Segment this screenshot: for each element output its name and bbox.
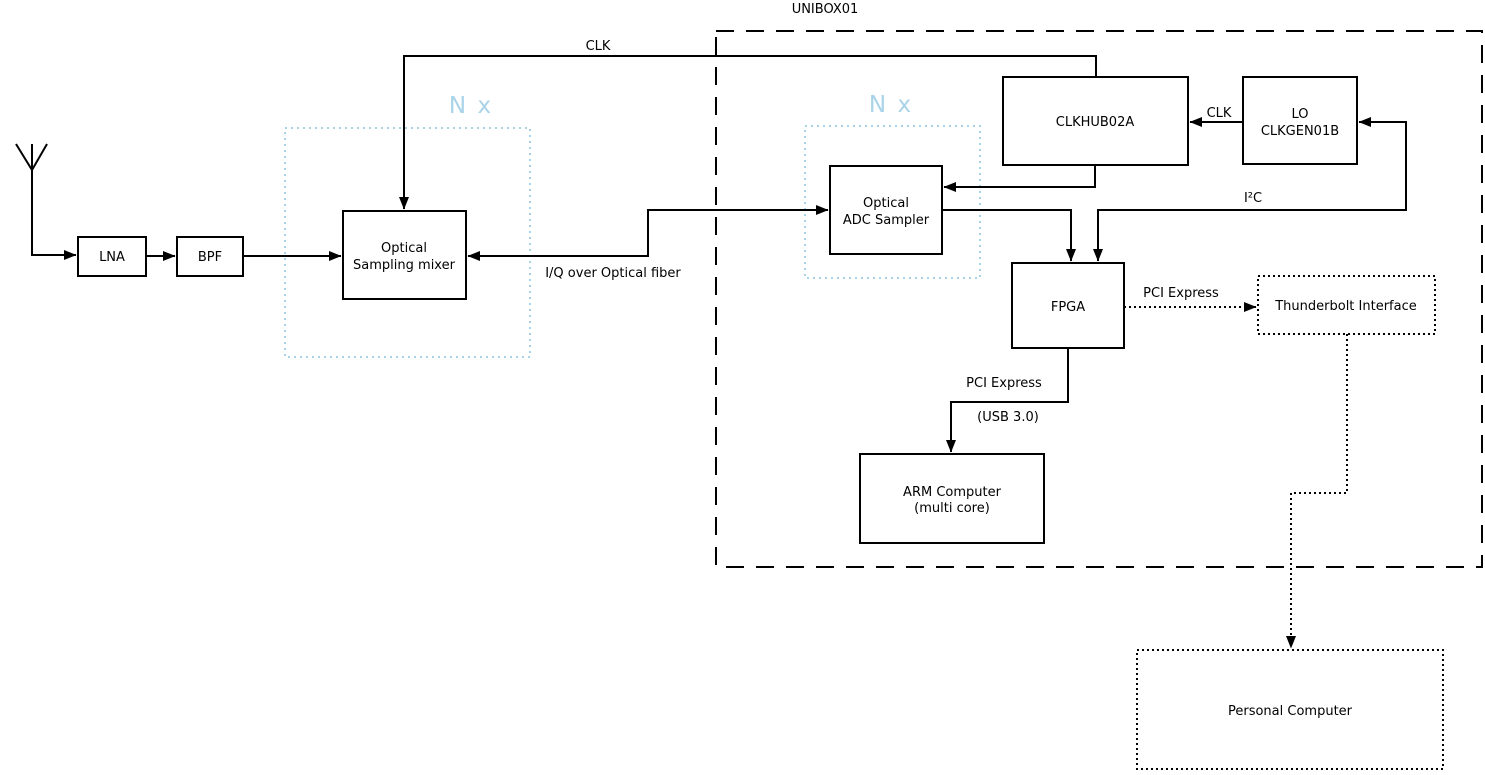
bpf-block: BPF xyxy=(176,236,244,277)
unibox01-boundary xyxy=(715,30,1483,568)
usb-label: (USB 3.0) xyxy=(977,410,1039,425)
optical-adc-sampler-block: Optical ADC Sampler xyxy=(829,165,943,255)
adc-label-line2: ADC Sampler xyxy=(843,213,930,228)
lo-label-line1: LO xyxy=(1291,107,1308,122)
unibox01-title: UNIBOX01 xyxy=(792,2,859,17)
thunderbolt-interface-block: Thunderbolt Interface xyxy=(1257,275,1436,335)
clkhub02a-label: CLKHUB02A xyxy=(1056,115,1135,130)
clk-top-label: CLK xyxy=(586,39,611,54)
arm-computer-block: ARM Computer (multi core) xyxy=(859,453,1045,544)
arm-label-line1: ARM Computer xyxy=(903,485,1002,500)
thunderbolt-label: Thunderbolt Interface xyxy=(1274,299,1417,314)
clk-lo-label: CLK xyxy=(1207,106,1232,121)
lo-label-line2: CLKGEN01B xyxy=(1261,124,1339,139)
clk-top-line xyxy=(399,55,1097,210)
i2c-line xyxy=(1093,117,1407,262)
mixer-label-line1: Optical xyxy=(381,241,427,256)
lo-clkgen01b-block: LO CLKGEN01B xyxy=(1242,76,1358,165)
arm-label-line2: (multi core) xyxy=(914,501,990,516)
personal-computer-label: Personal Computer xyxy=(1228,704,1353,719)
lna-block: LNA xyxy=(77,236,147,277)
antenna-icon xyxy=(15,143,77,260)
mixer-label-line2: Sampling mixer xyxy=(353,258,456,273)
adc-to-fpga-line xyxy=(942,209,1076,262)
clkhub02a-block: CLKHUB02A xyxy=(1002,76,1189,166)
fpga-block: FPGA xyxy=(1011,262,1125,349)
fpga-to-arm-line xyxy=(946,348,1069,453)
pci-express-arm-label: PCI Express xyxy=(966,376,1042,391)
lna-label: LNA xyxy=(99,250,125,265)
clkhub-to-adc-line xyxy=(943,165,1096,192)
iq-fiber-label: I/Q over Optical fiber xyxy=(545,266,681,281)
i2c-label: I²C xyxy=(1244,191,1262,206)
iq-fiber-line xyxy=(467,205,829,261)
fpga-label: FPGA xyxy=(1051,300,1085,315)
nx-group-right-label: N x xyxy=(869,92,913,118)
bpf-label: BPF xyxy=(198,250,222,265)
nx-group-right-boundary xyxy=(804,125,981,279)
thunderbolt-to-pc-line xyxy=(1286,334,1348,649)
pci-express-thunderbolt-label: PCI Express xyxy=(1143,286,1219,301)
optical-sampling-mixer-block: Optical Sampling mixer xyxy=(342,210,467,300)
personal-computer-block: Personal Computer xyxy=(1136,649,1444,770)
adc-label-line1: Optical xyxy=(863,196,909,211)
nx-group-left-label: N x xyxy=(449,93,493,119)
